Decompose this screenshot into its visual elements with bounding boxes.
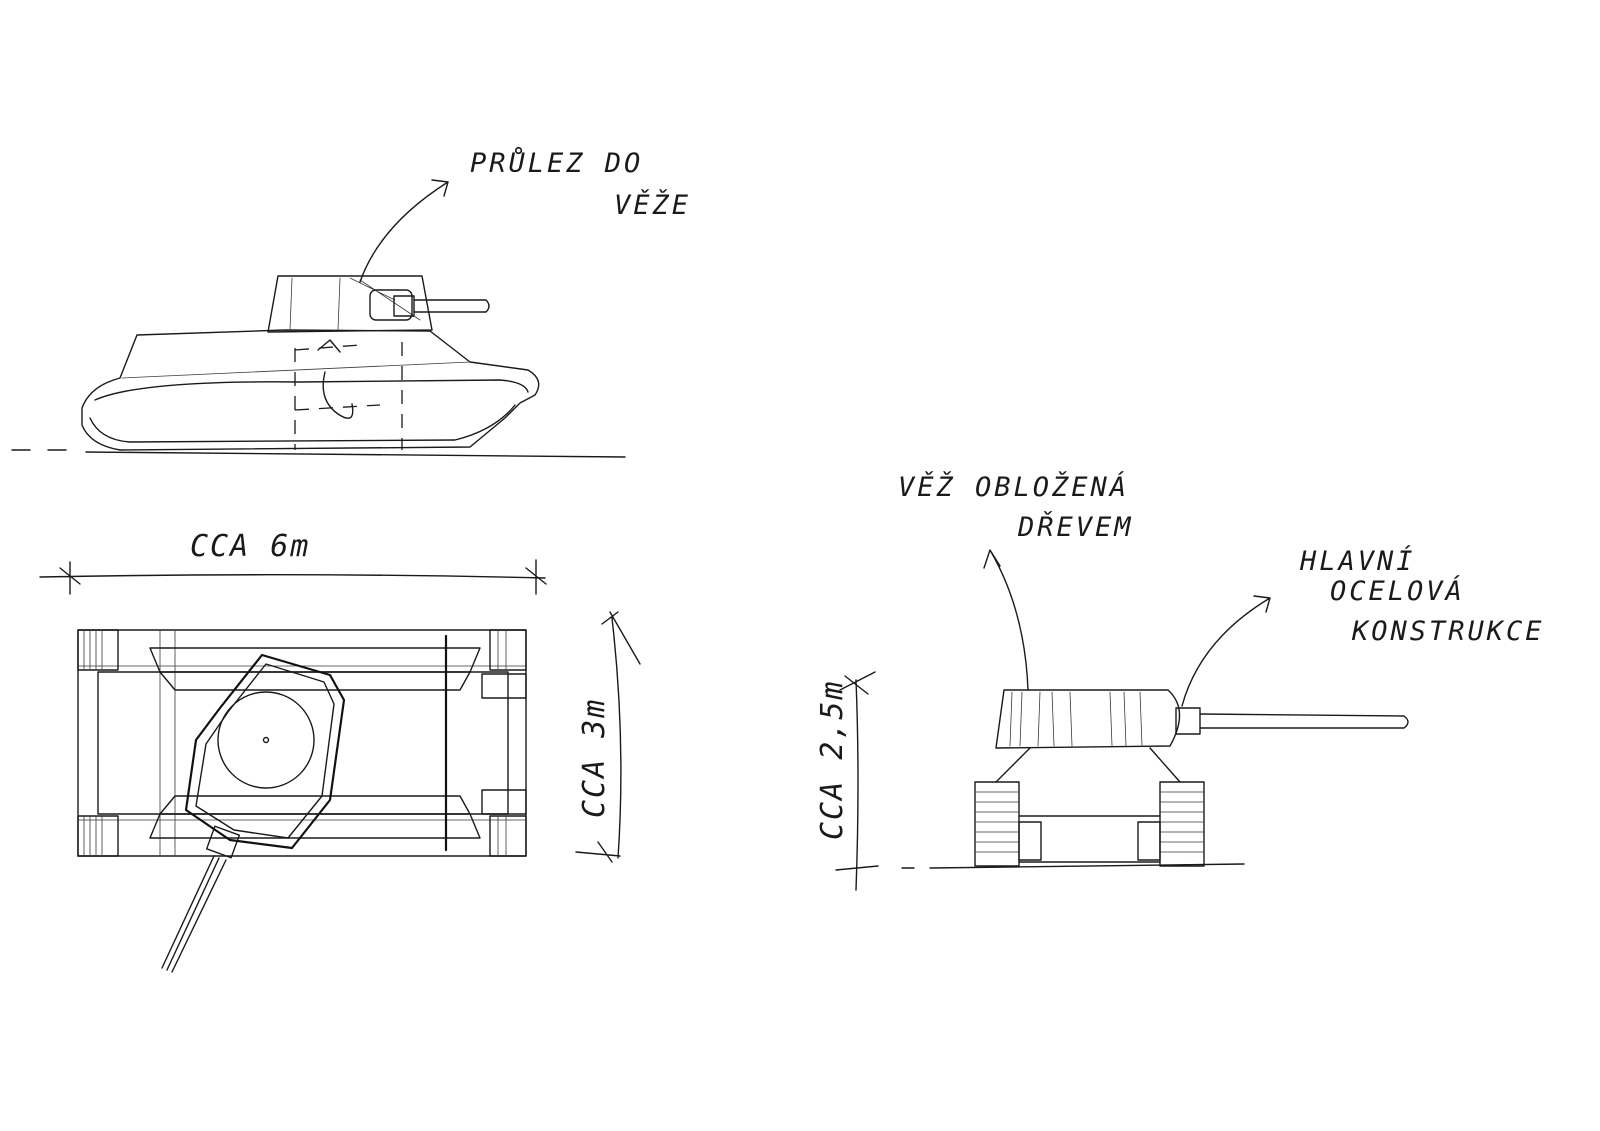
front-view: CCA 2,5m VĚŽ OBLOŽENÁ DŘEVEM HLAVNÍ OCEL…: [815, 471, 1545, 891]
height-dimension-line: [835, 671, 879, 891]
top-view: CCA 6m CCA 3m: [39, 529, 641, 973]
turret-wood-label-line2: DŘEVEM: [1017, 511, 1134, 543]
side-hull: [81, 329, 540, 451]
wood-arrow: [983, 549, 1029, 691]
track-front-top: [77, 629, 119, 671]
side-gun-barrel: [413, 299, 490, 313]
side-track-lower: [89, 404, 516, 443]
top-gun-mantlet: [205, 825, 241, 859]
front-turret: [995, 689, 1181, 749]
side-gun-mantlet: [369, 289, 413, 321]
front-track-right: [1159, 781, 1205, 867]
ground-line-side: [11, 449, 626, 458]
side-track-upper: [94, 379, 529, 401]
steel-frame-label-line1: HLAVNÍ: [1299, 545, 1416, 577]
top-gun-barrel: [161, 855, 227, 973]
width-dimension-line: [575, 611, 641, 863]
front-gun-barrel: [1199, 713, 1409, 729]
front-track-left: [974, 781, 1020, 867]
side-turret: [267, 275, 433, 333]
length-dimension-line: [39, 559, 547, 595]
turret-hatch-label-line1: PRŮLEZ DO: [470, 147, 643, 179]
top-hull: [77, 629, 527, 857]
width-label: CCA 3m: [577, 698, 612, 818]
side-view: PRŮLEZ DO VĚŽE: [11, 147, 691, 458]
side-hatch-dashed: [294, 342, 403, 450]
top-hull-bevel: [149, 647, 481, 839]
turret-wood-label-line1: VĚŽ OBLOŽENÁ: [898, 471, 1129, 503]
top-turret: [184, 653, 346, 850]
steel-frame-label-line3: KONSTRUKCE: [1351, 616, 1545, 647]
ground-line-front: [901, 863, 1245, 869]
steel-frame-label-line2: OCELOVÁ: [1330, 575, 1465, 607]
length-label: CCA 6m: [190, 529, 310, 564]
hatch-arrow: [359, 179, 449, 283]
turret-hatch-label-line2: VĚŽE: [614, 189, 691, 221]
height-label: CCA 2,5m: [815, 680, 850, 841]
top-turret-ring: [217, 691, 315, 789]
frame-arrow: [1181, 595, 1271, 707]
